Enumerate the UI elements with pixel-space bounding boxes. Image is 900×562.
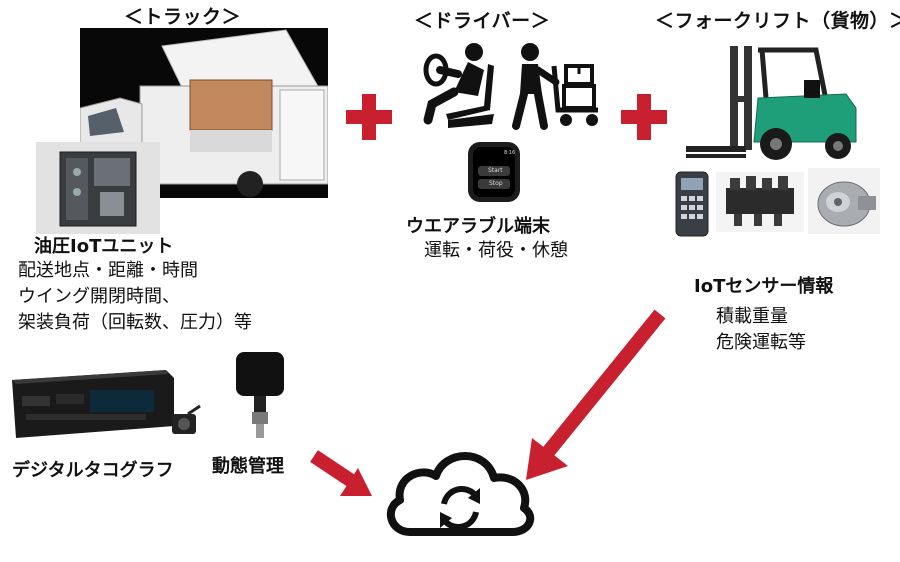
truck-header: ＜トラック＞ <box>124 6 242 28</box>
tachograph-label: デジタルタコグラフ <box>12 460 174 481</box>
arrow-tracking-to-cloud <box>310 450 360 490</box>
watch-time: 8:16 <box>504 150 516 156</box>
driver-details: 運転・荷役・休憩 <box>424 240 568 261</box>
truck-detail-line: 配送地点・距離・時間 <box>18 260 198 281</box>
cart-worker-icon <box>508 40 604 132</box>
cloud-sync-icon <box>380 438 540 546</box>
truck-details: 配送地点・距離・時間 ウイング開閉時間、 架装負荷（回転数、圧力）等 <box>18 258 252 336</box>
forklift-detail-line: 危険運転等 <box>716 332 806 353</box>
arrowhead <box>526 438 568 480</box>
plus-icon <box>621 94 667 140</box>
iot-unit-label: 油圧IoTユニット <box>34 236 174 257</box>
remote-controller-photo <box>672 170 712 238</box>
digital-tachograph-photo <box>8 366 208 446</box>
plus-icon <box>346 94 392 140</box>
truck-detail-line: 架装負荷（回転数、圧力）等 <box>18 312 252 333</box>
iot-sensor-label: IoTセンサー情報 <box>694 276 834 297</box>
hydraulic-valve-photo <box>716 172 804 232</box>
iot-unit-photo <box>36 142 160 234</box>
tracking-label: 動態管理 <box>212 456 284 477</box>
forklift-details: 積載重量 危険運転等 <box>716 304 806 356</box>
watch-stop-button: Stop <box>489 180 503 187</box>
wearable-label: ウエアラブル端末 <box>406 216 550 237</box>
wearable-watch: 8:16 Start Stop <box>466 140 522 204</box>
arrowhead <box>340 468 372 496</box>
driver-header: ＜ドライバー＞ <box>414 10 551 32</box>
seated-driver-icon <box>418 40 510 132</box>
forklift-header: ＜フォークリフト（貨物）＞ <box>655 10 900 32</box>
arrow-forklift-to-cloud <box>534 309 666 467</box>
forklift-detail-line: 積載重量 <box>716 306 788 327</box>
truck-detail-line: ウイング開閉時間、 <box>18 286 180 307</box>
tracking-device-photo <box>232 350 288 442</box>
hydraulic-pump-photo <box>808 168 880 234</box>
watch-start-button: Start <box>488 167 503 174</box>
forklift-photo <box>686 38 866 164</box>
